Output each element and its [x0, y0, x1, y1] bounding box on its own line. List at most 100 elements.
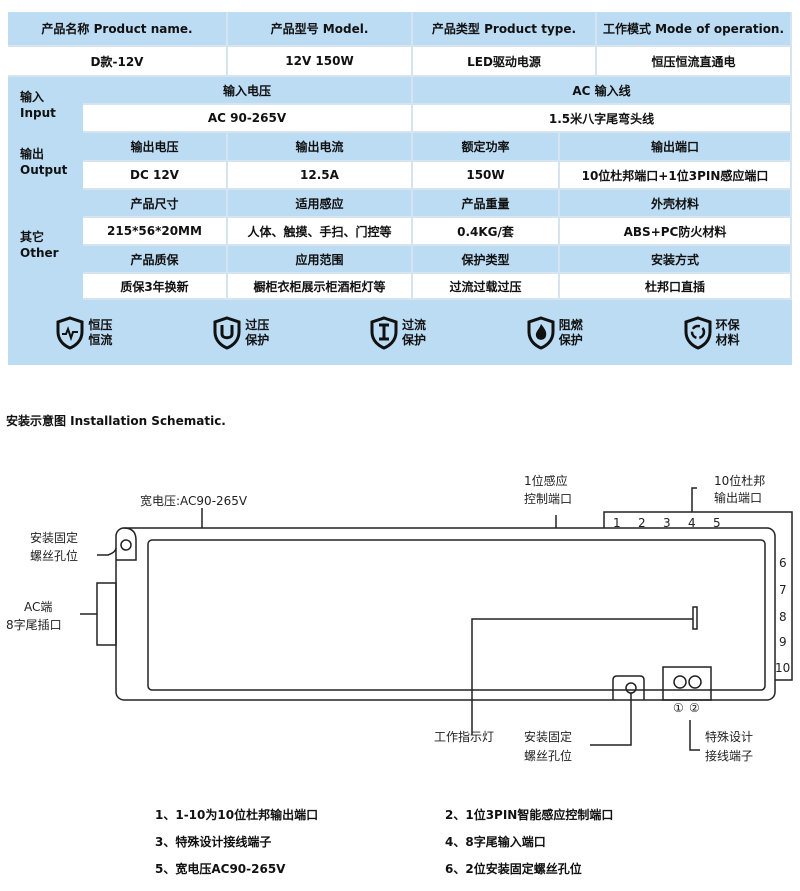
- header-cell: 应用范围: [228, 246, 413, 274]
- feature-label: 阻燃: [558, 317, 583, 332]
- value-cell: 1.5米八字尾弯头线: [413, 105, 792, 133]
- header-cell: 产品型号 Model.: [228, 12, 413, 47]
- note-item: 5、宽电压AC90-265V: [155, 862, 286, 876]
- value-cell: 恒压恒流直通电: [597, 47, 792, 77]
- shield-i-icon: [370, 315, 398, 350]
- mount-hole-bottom-icon: [625, 682, 637, 694]
- value-cell: AC 90-265V: [83, 105, 413, 133]
- dupont-label: 10位杜邦: [714, 473, 765, 488]
- note-item: 1、1-10为10位杜邦输出端口: [155, 808, 319, 822]
- feature-label: 过压: [245, 317, 270, 332]
- value-cell: 人体、触摸、手扫、门控等: [228, 218, 413, 246]
- header-cell: 保护类型: [413, 246, 560, 274]
- pin-number: 8: [779, 610, 787, 624]
- value-cell: 橱柜衣柜展示柜酒柜灯等: [228, 274, 413, 300]
- other-label-en: Other: [20, 246, 59, 260]
- input-label: 输入 Input: [8, 77, 83, 133]
- terminal-block-icon: [662, 666, 712, 701]
- spec-table: 产品名称 Product name. 产品型号 Model. 产品类型 Prod…: [8, 12, 792, 365]
- voltage-label: 宽电压:AC90-265V: [140, 493, 248, 508]
- value-cell: 0.4KG/套: [413, 218, 560, 246]
- value-cell: D款-12V: [8, 47, 228, 77]
- value-cell: DC 12V: [83, 162, 228, 190]
- header-cell: AC 输入线: [413, 77, 792, 105]
- feature-label: 恒流: [88, 332, 113, 347]
- feature-label: 过流: [401, 317, 426, 332]
- value-cell: 12.5A: [228, 162, 413, 190]
- header-cell: 输出端口: [560, 133, 792, 162]
- value-cell: 215*56*20MM: [83, 218, 228, 246]
- sensor-port-label: 控制端口: [524, 492, 572, 506]
- ac-plug-icon: [96, 582, 117, 646]
- header-cell: 产品名称 Product name.: [8, 12, 228, 47]
- header-cell: 产品重量: [413, 190, 560, 218]
- pin-number: 6: [779, 556, 787, 570]
- feature-icons: 恒压恒流 过压保护 过流保护 阻燃保护 环保材料: [8, 300, 792, 365]
- pin-number: 9: [779, 635, 787, 649]
- ac-port-label: 8字尾插口: [6, 617, 62, 632]
- shield-flame-icon: [527, 315, 555, 350]
- dupont-label: 输出端口: [714, 490, 762, 505]
- dupont-bracket: [603, 511, 793, 681]
- value-cell: 150W: [413, 162, 560, 190]
- mount-hole-label: 安装固定: [30, 530, 78, 545]
- header-cell: 产品类型 Product type.: [413, 12, 597, 47]
- header-cell: 输出电压: [83, 133, 228, 162]
- shield-u-icon: [213, 315, 241, 350]
- ac-port-label: AC端: [24, 600, 52, 614]
- sensor-port-label: 1位感应: [524, 473, 568, 488]
- note-item: 4、8字尾输入端口: [445, 835, 546, 849]
- feature-overcurrent: 过流保护: [370, 315, 430, 350]
- feature-label: 恒压: [88, 317, 113, 332]
- feature-label: 保护: [245, 332, 270, 347]
- mount-hole-label: 安装固定: [524, 729, 572, 744]
- feature-label: 材料: [715, 332, 740, 347]
- header-cell: 外壳材料: [560, 190, 792, 218]
- feature-constant: 恒压恒流: [56, 315, 116, 350]
- indicator-label: 工作指示灯: [434, 729, 494, 744]
- header-cell: 输入电压: [83, 77, 413, 105]
- pin-number: 1: [613, 516, 621, 530]
- special-terminal-label: 特殊设计: [705, 729, 753, 744]
- schematic-title: 安装示意图 Installation Schematic.: [6, 414, 226, 428]
- header-cell: 输出电流: [228, 133, 413, 162]
- note-item: 3、特殊设计接线端子: [155, 835, 272, 849]
- screw-1-icon: [673, 675, 687, 689]
- indicator-led-icon: [692, 606, 698, 630]
- input-label-cn: 输入: [20, 90, 45, 104]
- header-cell: 安装方式: [560, 246, 792, 274]
- pin-number: 2: [638, 516, 646, 530]
- header-cell: 产品尺寸: [83, 190, 228, 218]
- mount-hole-icon: [120, 539, 132, 551]
- value-cell: 质保3年换新: [83, 274, 228, 300]
- pin-number: 4: [688, 516, 696, 530]
- feature-eco: 环保材料: [684, 315, 744, 350]
- output-label-en: Output: [20, 162, 68, 177]
- note-item: 6、2位安装固定螺丝孔位: [445, 862, 582, 876]
- value-cell: 10位杜邦端口+1位3PIN感应端口: [560, 162, 792, 190]
- pin-number: 5: [713, 516, 721, 530]
- mount-hole-label: 螺丝孔位: [30, 548, 78, 563]
- value-cell: 12V 150W: [228, 47, 413, 77]
- header-cell: 产品质保: [83, 246, 228, 274]
- feature-flame: 阻燃保护: [527, 315, 587, 350]
- special-terminal-label: 接线端子: [705, 748, 753, 763]
- shield-pulse-icon: [56, 315, 84, 350]
- driver-inner-panel: [147, 539, 766, 691]
- header-cell: 工作模式 Mode of operation.: [597, 12, 792, 47]
- output-label-cn: 输出: [20, 146, 45, 161]
- other-label-cn: 其它: [20, 230, 45, 244]
- terminal-number: ①: [673, 701, 684, 715]
- pin-number: 7: [779, 583, 787, 597]
- terminal-number: ②: [689, 701, 700, 715]
- header-cell: 额定功率: [413, 133, 560, 162]
- feature-label: 环保: [715, 317, 740, 332]
- note-item: 2、1位3PIN智能感应控制端口: [445, 808, 614, 822]
- input-label-en: Input: [20, 106, 56, 120]
- screw-2-icon: [688, 675, 702, 689]
- driver-outer-case: [115, 527, 776, 701]
- value-cell: 杜邦口直插: [560, 274, 792, 300]
- mount-hole-bracket-bottom: [612, 675, 645, 700]
